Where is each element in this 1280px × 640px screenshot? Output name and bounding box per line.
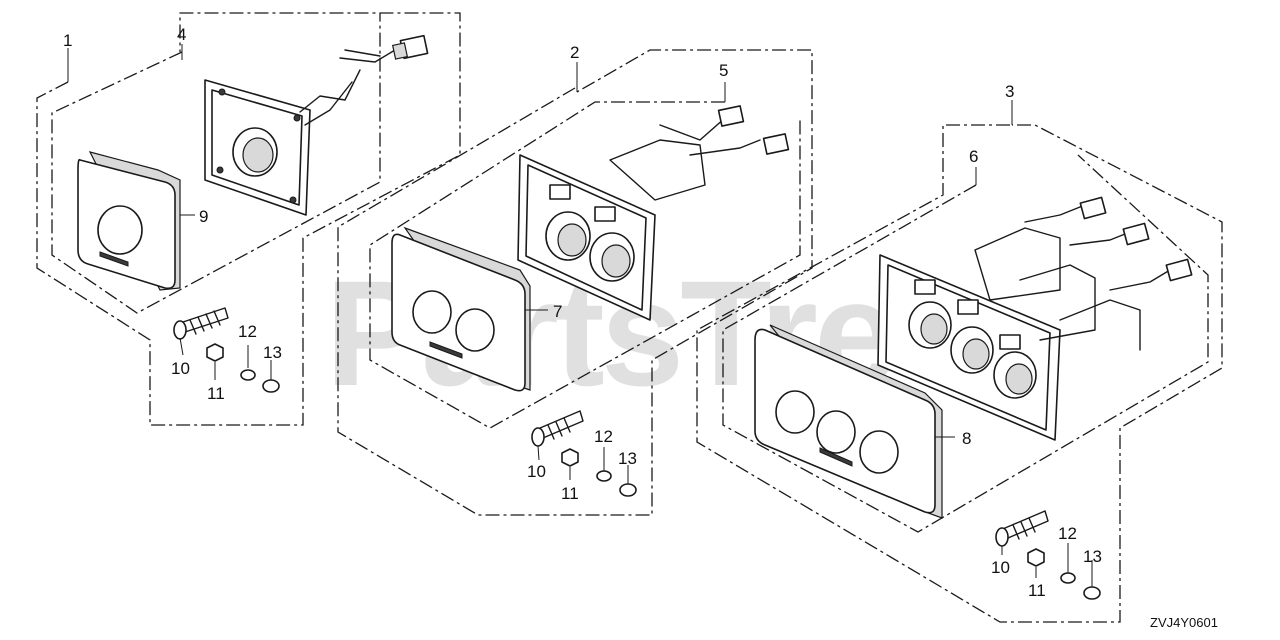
callout-2: 2	[570, 43, 579, 62]
callout-12-group-1: 12	[238, 322, 257, 341]
callout-10-group-2: 10	[527, 462, 546, 481]
callout-5: 5	[719, 61, 728, 80]
outlet-cover-8	[754, 324, 943, 519]
callout-13-group-2: 13	[618, 449, 637, 468]
hardware-group-1	[173, 307, 280, 393]
callout-8: 8	[962, 429, 971, 448]
callout-12-group-3: 12	[1058, 524, 1077, 543]
assembly-group-1	[36, 12, 461, 426]
hardware-group-3	[995, 510, 1101, 600]
callout-1: 1	[63, 31, 72, 50]
callout-3: 3	[1005, 82, 1014, 101]
assembly-group-3	[696, 100, 1223, 623]
callout-11-group-1: 11	[207, 384, 225, 403]
receptacle-assembly-4	[204, 34, 429, 216]
subgroup-5-outline	[369, 101, 801, 429]
callout-numbers: 1 4 9 10 11 12 13 2 5 7 10 11 12 13 3 6 …	[63, 25, 1102, 600]
callout-10-group-1: 10	[171, 359, 190, 378]
callout-9: 9	[199, 207, 208, 226]
receptacle-assembly-6	[877, 196, 1193, 441]
callout-leaders	[179, 214, 1093, 587]
callout-6: 6	[969, 147, 978, 166]
receptacle-assembly-5	[517, 105, 790, 321]
callout-11-group-2: 11	[561, 484, 579, 503]
callout-10-group-3: 10	[991, 558, 1010, 577]
callout-13-group-3: 13	[1083, 547, 1102, 566]
callout-11-group-3: 11	[1028, 581, 1046, 600]
callout-7: 7	[553, 302, 562, 321]
drawing-code: ZVJ4Y0601	[1150, 615, 1218, 630]
group-3-outline	[696, 124, 1223, 623]
callout-4: 4	[177, 25, 186, 44]
assembly-group-2	[337, 49, 813, 516]
callout-12-group-2: 12	[594, 427, 613, 446]
subgroup-4-outline	[51, 13, 381, 314]
group-2-outline	[337, 49, 813, 516]
subgroup-6-outline	[722, 154, 1209, 533]
outlet-cover-7	[391, 226, 531, 392]
group-1-outline	[36, 12, 461, 426]
callout-13-group-1: 13	[263, 343, 282, 362]
outlet-cover-9	[77, 151, 181, 291]
